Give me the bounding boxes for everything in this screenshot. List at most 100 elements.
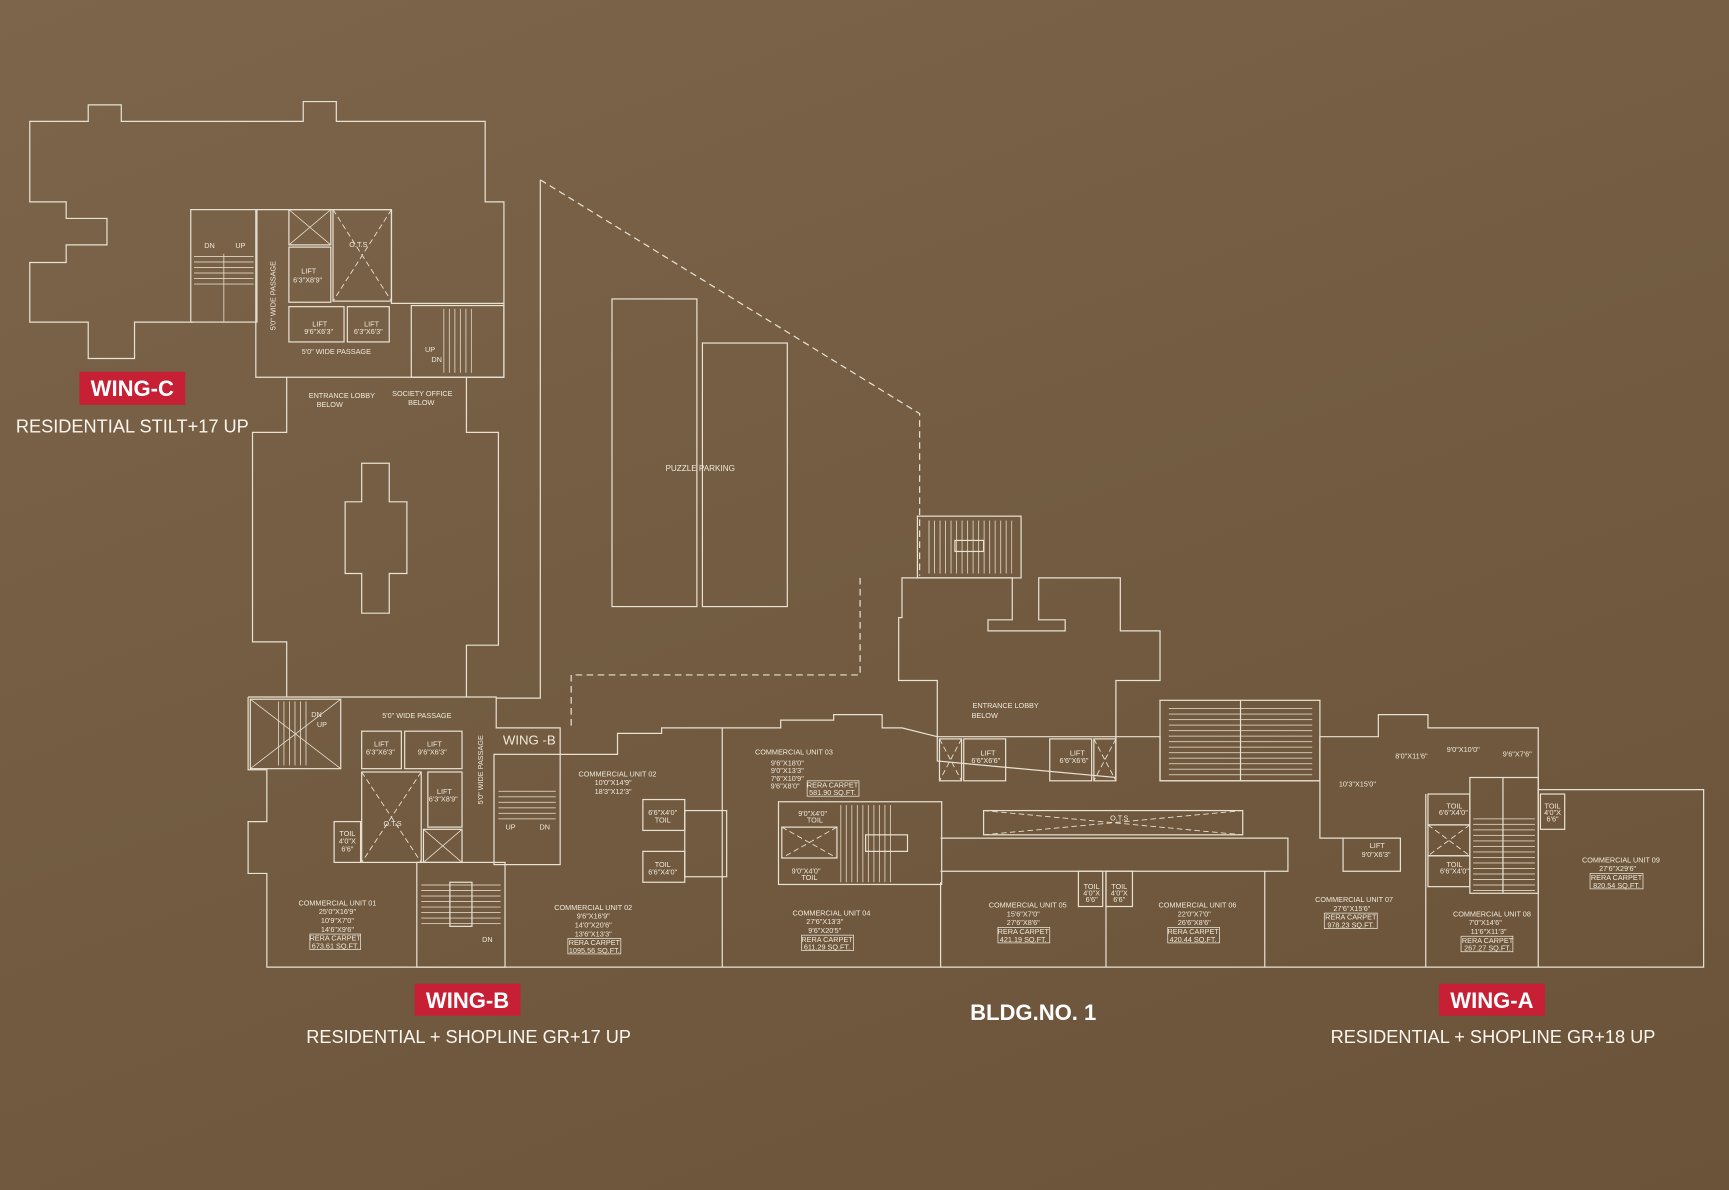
unit05-toilet-label: TOIL xyxy=(1084,882,1100,891)
central-ots-label: O.T.S xyxy=(1110,813,1128,822)
wing-c-passage-horizontal: 5'0" WIDE PASSAGE xyxy=(302,347,371,356)
units-2-dims-1: 14'0"X20'6" xyxy=(575,920,612,929)
common-rera: RERA CARPET xyxy=(569,938,621,947)
unit06-toilet-size-1: 4'0"X xyxy=(1111,888,1128,897)
units-9-dims-0: 27'6"X29'6" xyxy=(1599,864,1636,873)
units-1-dims-1: 18'3"X12'3" xyxy=(595,787,632,796)
units-2-area: 1095.56 SQ.FT. xyxy=(569,946,620,955)
commercial-unit-08: COMMERCIAL UNIT 08 7'0"X14'6" 11'6"X11'3… xyxy=(1453,909,1531,952)
units-8-dims-0: 7'0"X14'6" xyxy=(1469,918,1502,927)
wing-c-lift-1-label: LIFT xyxy=(301,267,316,276)
units-5-area: 421.19 SQ.FT. xyxy=(1000,935,1047,944)
wing-b-lift-2-size: 9'6"X6'3" xyxy=(418,747,447,756)
units-8-name: COMMERCIAL UNIT 08 xyxy=(1453,909,1531,918)
unit03-toilet-1-size: 9'0"X4'0" xyxy=(798,809,827,818)
units-3-name: COMMERCIAL UNIT 03 xyxy=(755,747,833,756)
central-core: ENTRANCE LOBBY BELOW LIFT 6'6"X6'6" LIFT… xyxy=(898,515,1321,836)
units-3-dims-1: 9'0"X13'3" xyxy=(771,766,804,775)
building-number-label: BLDG.NO. 1 xyxy=(970,1000,1096,1025)
wing-c-lift-3-label: LIFT xyxy=(364,319,379,328)
unit09-toilet-size-2: 6'6" xyxy=(1547,815,1559,824)
central-lift-2-label: LIFT xyxy=(1070,748,1085,757)
units-0-dims-2: 14'6"X9'6" xyxy=(321,925,354,934)
units-6-name: COMMERCIAL UNIT 06 xyxy=(1159,901,1237,910)
units-9-area: 820.54 SQ.FT. xyxy=(1593,881,1640,890)
unit-labels: COMMERCIAL UNIT 01 25'0"X16'9" 10'9"X7'0… xyxy=(298,747,1659,954)
commercial-unit-04: COMMERCIAL UNIT 04 27'6"X13'3" 9'6"X20'5… xyxy=(792,908,870,951)
wing-b-lift-3-size: 6'3"X8'9" xyxy=(429,795,458,804)
units-7-name: COMMERCIAL UNIT 07 xyxy=(1315,895,1393,904)
wing-a-subtitle: RESIDENTIAL + SHOPLINE GR+18 UP xyxy=(1331,1027,1656,1047)
society-office-below: BELOW xyxy=(408,398,434,407)
unit09-toilet-size-1: 4'0"X xyxy=(1544,808,1561,817)
wing-b-ots-label: O.T.S xyxy=(383,819,401,828)
units-4-area: 611.29 SQ.FT. xyxy=(804,943,850,952)
central-entrance-lobby-below: BELOW xyxy=(972,711,998,720)
units-3-dims-3: 9'6"X8'0" xyxy=(771,782,800,791)
wing-b-passage-vertical: 5'0" WIDE PASSAGE xyxy=(476,735,485,804)
units-2-dims-2: 13'6"X13'3" xyxy=(575,929,612,938)
units-6-area: 420.44 SQ.FT. xyxy=(1170,935,1217,944)
wing-c-lift-2-size: 9'6"X6'3" xyxy=(304,327,333,336)
wing-c-stair-up-label: UP xyxy=(235,241,245,250)
parking-area: PUZZLE PARKING xyxy=(496,179,921,728)
shopline-plan: WING -B DN UP 5'0" WIDE PASSAGE 5'0" WID… xyxy=(247,696,1705,968)
wing-c-passage-vertical: 5'0" WIDE PASSAGE xyxy=(269,261,278,330)
units-1-dims-0: 10'0"X14'9" xyxy=(595,778,632,787)
puzzle-parking-bay-1 xyxy=(611,298,698,608)
unit06-toilet-label: TOIL xyxy=(1111,882,1127,891)
wing-b-lift-1-size: 6'3"X6'3" xyxy=(366,747,395,756)
common-rera: RERA CARPET xyxy=(310,934,362,943)
wing-c-label: WING-C RESIDENTIAL STILT+17 UP xyxy=(16,371,249,436)
common-rera: RERA CARPET xyxy=(1325,913,1377,922)
unit08-toilet-2-size: 6'6"X4'0" xyxy=(1440,866,1469,875)
commercial-unit-03: COMMERCIAL UNIT 03 9'6"X18'0" 9'0"X13'3"… xyxy=(755,747,860,797)
units-2-name: COMMERCIAL UNIT 02 xyxy=(554,903,632,912)
unit04-toilet-size: 9'0"X4'0" xyxy=(792,866,821,875)
wing-b-label: WING-B RESIDENTIAL + SHOPLINE GR+17 UP xyxy=(306,983,631,1047)
wing-b-lift-1-label: LIFT xyxy=(374,740,389,749)
commercial-unit-02-lower: COMMERCIAL UNIT 02 9'6"X16'9" 14'0"X20'6… xyxy=(554,903,632,955)
wing-c-entrance-lobby-label: ENTRANCE LOBBY xyxy=(309,391,375,400)
unit08-toilet-1-label: TOIL xyxy=(1446,801,1462,810)
unit05-toilet-size-2: 6'6" xyxy=(1086,895,1098,904)
wing-a-room-1-size: 8'0"X11'6" xyxy=(1395,752,1428,761)
units-5-dims-0: 15'6"X7'0" xyxy=(1007,909,1040,918)
commercial-unit-06: COMMERCIAL UNIT 06 22'0"X7'0" 26'6"X8'6"… xyxy=(1159,901,1237,944)
central-lift-1-label: LIFT xyxy=(981,748,996,757)
wing-c-subtitle: RESIDENTIAL STILT+17 UP xyxy=(16,416,249,436)
units-8-area: 267.27 SQ.FT. xyxy=(1464,944,1511,953)
units-0-area: 673.61 SQ.FT. xyxy=(312,941,359,950)
common-rera: RERA CARPET xyxy=(1167,927,1219,936)
unit02-toilet-1-label: TOIL xyxy=(655,816,671,825)
common-rera: RERA CARPET xyxy=(1462,936,1514,945)
wing-a-label: WING-A RESIDENTIAL + SHOPLINE GR+18 UP xyxy=(1331,983,1656,1047)
wing-b-subtitle: RESIDENTIAL + SHOPLINE GR+17 UP xyxy=(306,1027,631,1047)
main-building-outline xyxy=(247,696,1705,968)
units-4-dims-1: 9'6"X20'5" xyxy=(808,926,841,935)
units-6-dims-0: 22'0"X7'0" xyxy=(1178,909,1211,918)
unit05-toilet-size-1: 4'0"X xyxy=(1083,888,1100,897)
wing-c-badge xyxy=(79,371,186,405)
units-1-name: COMMERCIAL UNIT 02 xyxy=(579,769,657,778)
common-rera: RERA CARPET xyxy=(1591,873,1643,882)
central-entrance-lobby-label: ENTRANCE LOBBY xyxy=(973,701,1039,710)
wing-b-stair1-up: UP xyxy=(317,720,327,729)
central-lift-2-size: 6'6"X6'6" xyxy=(1060,756,1089,765)
wing-b-toilet-size-2: 6'6" xyxy=(341,844,353,853)
wing-b-toilet-label: TOIL xyxy=(339,829,355,838)
units-3-area: 581.90 SQ.FT. xyxy=(809,788,856,797)
wing-c-outline xyxy=(29,100,505,360)
wing-b-toilet-size-1: 4'0"X xyxy=(339,837,356,846)
wing-a-badge xyxy=(1438,983,1545,1016)
units-9-name: COMMERCIAL UNIT 09 xyxy=(1582,855,1660,864)
wing-c-entrance-lobby-below: BELOW xyxy=(317,400,343,409)
unit02-toilet-2-size: 6'6"X4'0" xyxy=(648,868,677,877)
commercial-unit-05: COMMERCIAL UNIT 05 15'6"X7'0" 27'6"X8'6"… xyxy=(989,901,1067,944)
wing-a-badge-text: WING-A xyxy=(1450,988,1533,1013)
wing-b-stair3-down: DN xyxy=(482,935,493,944)
units-8-dims-1: 11'6"X11'3" xyxy=(1471,927,1507,936)
wing-a-room-4-size: 10'3"X15'0" xyxy=(1339,779,1376,788)
units-4-dims-0: 27'6"X13'3" xyxy=(806,917,843,926)
wing-a-room-2-size: 9'0"X10'0" xyxy=(1447,745,1480,754)
